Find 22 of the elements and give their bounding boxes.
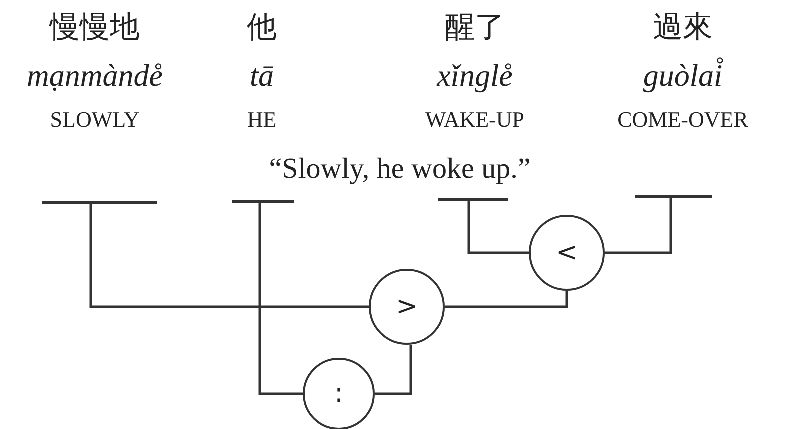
chinese-word: 醒了 xyxy=(444,9,506,47)
pinyin: guòlai̊ xyxy=(642,56,724,95)
pinyin: xǐngle̊ xyxy=(436,57,514,95)
translation-caption: “Slowly, he woke up.” xyxy=(268,152,532,187)
operator-circle: < xyxy=(529,215,605,291)
gloss: COME-OVER xyxy=(616,106,750,134)
tree-line xyxy=(445,291,568,308)
tree-line xyxy=(605,197,672,254)
operator-circle: > xyxy=(369,269,445,345)
pinyin: tā xyxy=(248,57,276,95)
tree-line xyxy=(258,202,303,396)
gloss: WAKE-UP xyxy=(424,106,526,134)
operator-circle: : xyxy=(303,358,375,429)
tree-line xyxy=(468,200,529,254)
chinese-word: 過來 xyxy=(652,9,714,47)
gloss: SLOWLY xyxy=(49,106,141,134)
gloss: HE xyxy=(246,106,278,134)
chinese-word: 慢慢地 xyxy=(48,9,141,47)
tree-line xyxy=(375,345,412,396)
tree-line xyxy=(90,203,369,308)
chinese-word: 他 xyxy=(246,9,278,47)
pinyin: mạnmànde̊ xyxy=(26,57,164,95)
